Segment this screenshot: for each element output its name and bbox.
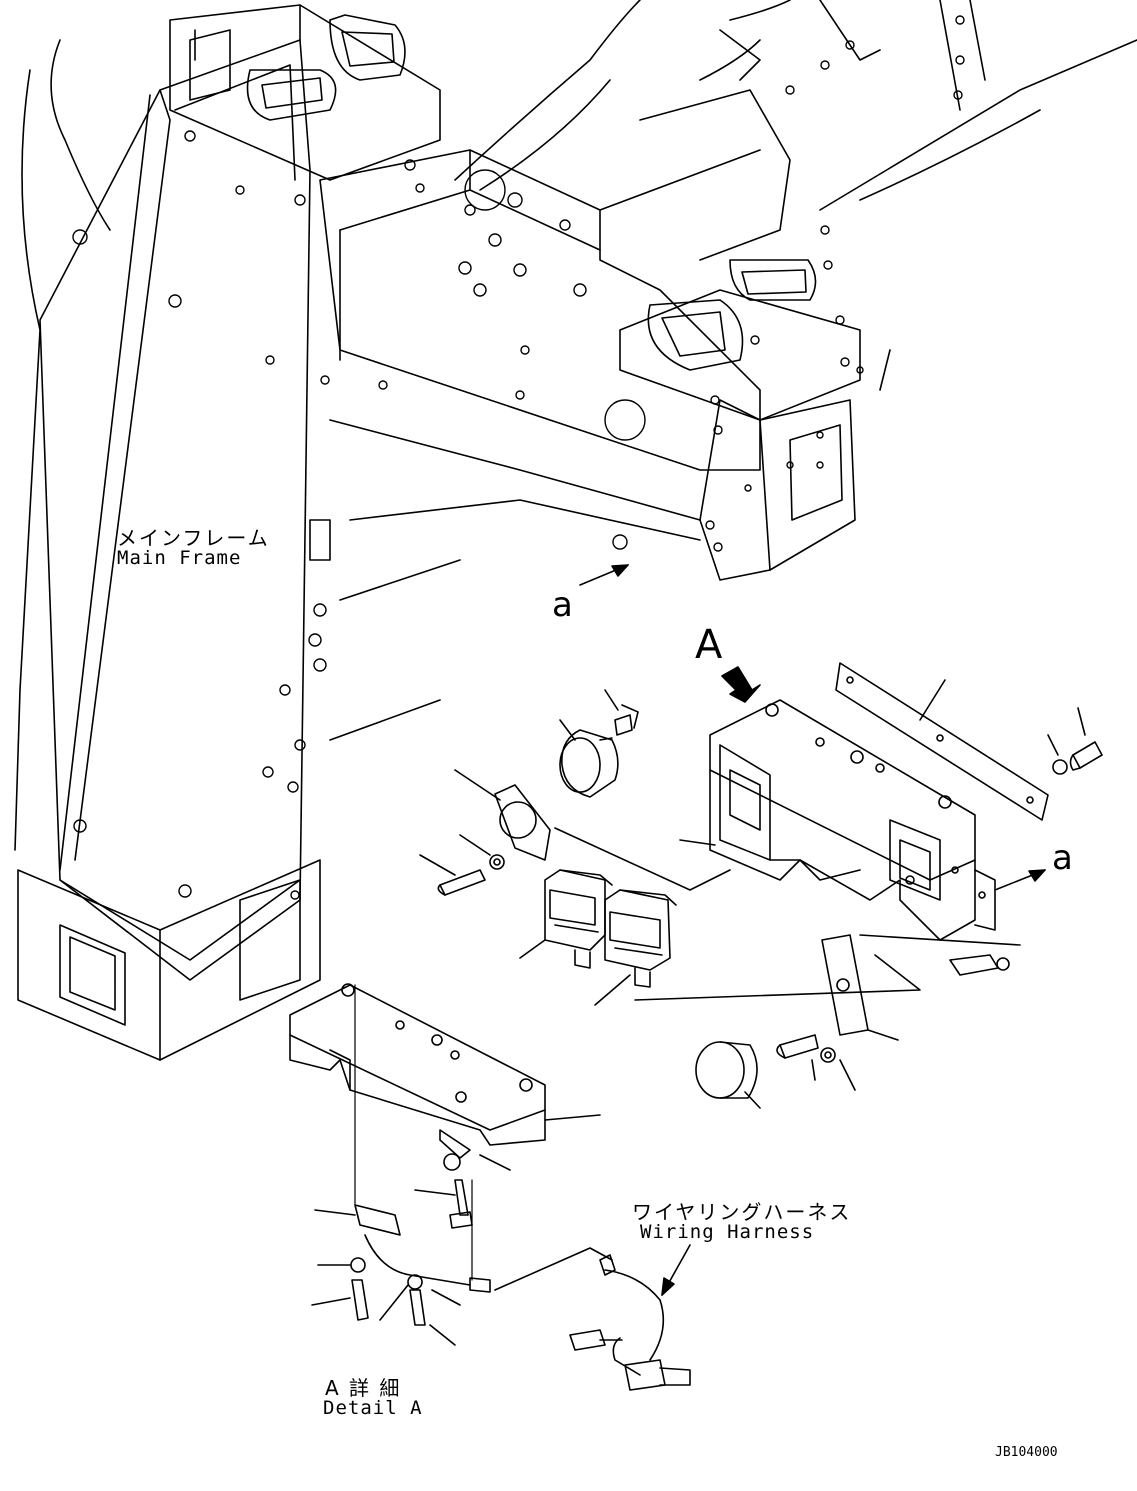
ref-a-right-label: a — [1052, 838, 1073, 878]
arrow-view-a — [721, 666, 761, 703]
round-lamp-top — [559, 719, 619, 798]
ref-a-top-label: a — [552, 585, 573, 625]
detail-a-bracket — [289, 983, 601, 1146]
main-frame-label-en: Main Frame — [117, 547, 242, 569]
leader-lamp-bottom — [634, 954, 921, 1001]
detail-a-label-en: Detail A — [323, 1397, 423, 1419]
work-lamp-1 — [544, 869, 613, 969]
leader-bracket — [859, 934, 1021, 946]
gasket-plate-right — [776, 934, 1010, 1063]
detail-a-label-jp: A 詳 細 — [325, 1376, 402, 1400]
arrow-ref-a-top — [579, 564, 629, 586]
drawing-code: JB104000 — [995, 1445, 1058, 1460]
lamp-bracket — [709, 699, 996, 941]
leader-lamp-1 — [519, 939, 546, 959]
gasket-plate — [419, 769, 551, 896]
main-frame-label-jp: メインフレーム — [117, 526, 270, 550]
bolt-set-top-right — [1047, 707, 1103, 775]
leader-gasket-r — [867, 1029, 899, 1041]
work-lamp-2 — [604, 889, 677, 988]
leader-washer-r — [839, 1059, 856, 1091]
wiring-harness-label-jp: ワイヤリングハーネス — [632, 1200, 852, 1224]
screw-top — [604, 689, 639, 736]
frame-bolts — [72, 15, 965, 900]
detail-a-parts — [311, 984, 511, 1346]
wiring-harness-label-en: Wiring Harness — [640, 1221, 815, 1243]
arrow-wiring-harness — [661, 1244, 691, 1296]
round-lamp-bottom — [695, 1041, 761, 1109]
leader-lamp-2 — [594, 974, 631, 1006]
view-a-label: A — [695, 622, 723, 668]
wiring-harness — [494, 1247, 691, 1391]
cover-plate — [835, 662, 1049, 821]
leader-bolt-r — [811, 1059, 816, 1081]
leader-gasket — [554, 827, 731, 891]
arrow-ref-a-right — [994, 869, 1046, 891]
leader-bracket-body — [679, 839, 716, 846]
main-frame — [14, 0, 1137, 1061]
